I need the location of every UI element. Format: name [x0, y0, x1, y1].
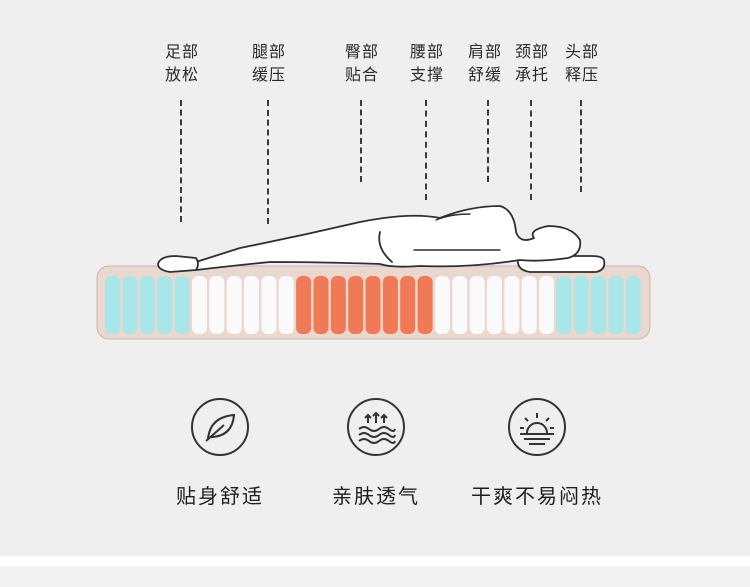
feature-breathable-label: 亲肤透气 [332, 484, 420, 508]
feature-comfort: 贴身舒适 [140, 398, 300, 509]
pointer-line-waist [425, 100, 427, 200]
spring-coil [382, 276, 398, 334]
pointer-line-head [580, 100, 582, 192]
zone-label-hip: 臀部贴合 [344, 42, 379, 84]
spring-coil [139, 276, 155, 334]
breathable-waves-icon [347, 398, 405, 456]
spring-coil [417, 276, 433, 334]
pointer-line-shoulder [487, 100, 489, 182]
sleeping-figure-icon [157, 205, 606, 273]
spring-coil [539, 276, 555, 334]
pointer-line-neck [530, 100, 532, 200]
spring-coil [157, 276, 173, 334]
spring-coil [521, 276, 537, 334]
feature-breathable: 亲肤透气 [296, 398, 456, 509]
zone-label-foot: 足部放松 [164, 42, 199, 84]
bottom-divider [0, 556, 750, 587]
spring-coil [452, 276, 468, 334]
zone-label-neck: 颈部承托 [514, 42, 549, 84]
feature-dry-label: 干爽不易闷热 [471, 484, 603, 508]
zone-label-shoulder: 肩部舒缓 [467, 42, 502, 84]
spring-coil [278, 276, 294, 334]
spring-coil [209, 276, 225, 334]
mattress-illustration [96, 205, 651, 340]
spring-coil [105, 276, 121, 334]
spring-coil [556, 276, 572, 334]
spring-coil [504, 276, 520, 334]
pointer-line-foot [180, 100, 182, 222]
spring-coil [625, 276, 641, 334]
spring-coil [469, 276, 485, 334]
spring-coil [244, 276, 259, 334]
spring-coil [591, 276, 607, 334]
spring-coil [296, 276, 312, 334]
spring-coil [174, 276, 190, 334]
sun-horizon-icon [508, 398, 566, 456]
pointer-line-leg [267, 100, 269, 224]
zone-label-leg: 腿部缓压 [251, 42, 286, 84]
feature-dry: 干爽不易闷热 [457, 398, 617, 509]
spring-coil [226, 276, 242, 334]
spring-coil [400, 276, 416, 334]
spring-coil [608, 276, 624, 334]
zone-label-head: 头部释压 [564, 42, 599, 84]
spring-coil [348, 276, 364, 334]
spring-coil [487, 276, 502, 334]
spring-coil [313, 276, 329, 334]
feature-comfort-label: 贴身舒适 [176, 484, 264, 508]
leaf-icon [191, 398, 249, 456]
spring-coil [122, 276, 138, 334]
spring-coil [365, 276, 381, 334]
spring-coil [261, 276, 277, 334]
spring-coil [573, 276, 589, 334]
spring-coils [105, 276, 641, 334]
pointer-line-hip [360, 100, 362, 182]
spring-coil [192, 276, 207, 334]
spring-coil [330, 276, 346, 334]
spring-coil [434, 276, 450, 334]
zone-label-waist: 腰部支撑 [409, 42, 444, 84]
